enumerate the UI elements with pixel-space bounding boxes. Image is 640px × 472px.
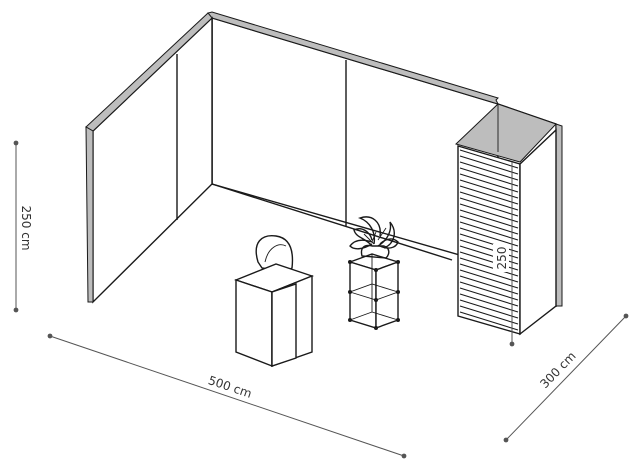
door-slat	[459, 311, 519, 331]
slatted-door	[459, 149, 519, 331]
cabin-dimension	[509, 162, 515, 347]
cabin-height-label: 250	[495, 247, 509, 270]
door-slat	[459, 203, 519, 223]
door-slat	[459, 179, 519, 199]
back-wall	[207, 11, 499, 267]
door-slat	[459, 257, 519, 277]
door-slat	[459, 287, 519, 307]
door-slat	[459, 149, 519, 169]
left-wall	[85, 12, 213, 304]
door-slat	[459, 299, 519, 319]
door-slat	[459, 191, 519, 211]
door-slat	[459, 221, 519, 241]
door-slat	[459, 281, 519, 301]
door-slat	[459, 209, 519, 229]
door-slat	[459, 215, 519, 235]
height-dimension	[13, 140, 19, 313]
door-slat	[459, 305, 519, 325]
door-slat	[459, 269, 519, 289]
door-slat	[459, 173, 519, 193]
height-label: 250 cm	[19, 205, 33, 250]
plant-shelf	[347, 253, 401, 330]
depth-label: 300 cm	[537, 349, 578, 391]
door-slat	[459, 155, 519, 175]
door-slat	[459, 293, 519, 313]
door-slat	[459, 185, 519, 205]
floor-line	[211, 183, 453, 261]
door-slat	[459, 167, 519, 187]
door-slat	[459, 161, 519, 181]
door-slat	[459, 275, 519, 295]
height-label-group: 250 cm	[18, 204, 35, 252]
cabin-label-group: 250	[493, 244, 509, 272]
storage-cabin	[455, 103, 563, 336]
width-dimension	[47, 333, 407, 459]
door-slat	[459, 263, 519, 283]
depth-dimension	[503, 313, 629, 443]
door-slat	[459, 227, 519, 247]
plant	[349, 216, 399, 259]
door-slat	[459, 197, 519, 217]
counter	[233, 263, 315, 368]
